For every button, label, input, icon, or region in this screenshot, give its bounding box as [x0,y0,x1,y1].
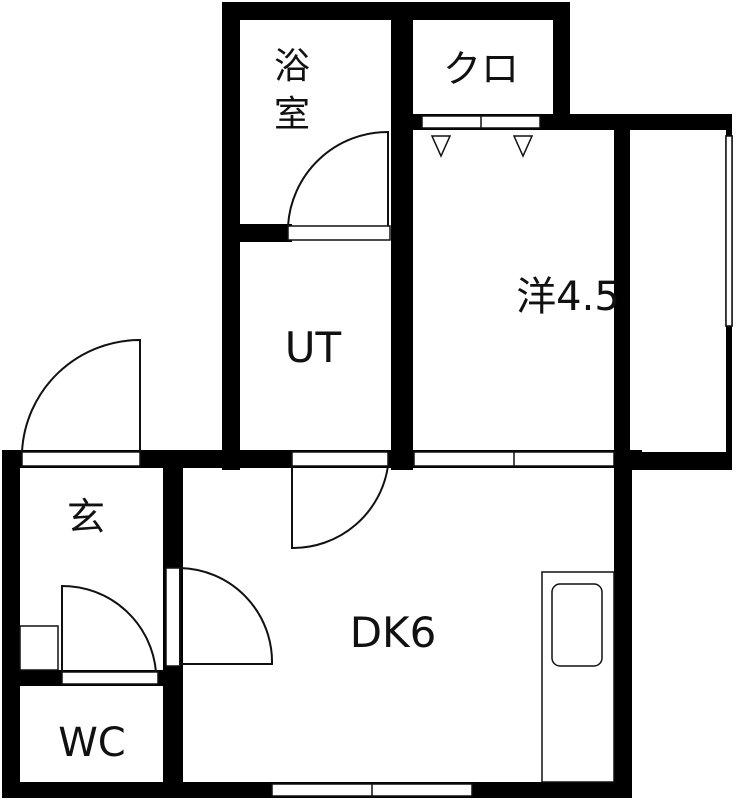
openings [21,115,733,797]
wall [391,2,413,470]
closet-door-marker [512,135,534,158]
dk-door-swing [179,567,274,665]
entrance-door-opening [21,451,141,467]
door-dividers [371,116,515,796]
ut-door-opening [291,451,389,467]
wall [614,452,732,470]
dk-door-opening [165,567,181,667]
wall [614,450,632,798]
room-label-western: 洋4.5 [516,274,620,320]
room-label-bath-2: 室 [274,94,310,135]
wc-door-swing [61,584,157,673]
room-label-closet: クロ [443,47,519,91]
closet-door-markers [430,135,534,158]
fixtures [19,571,615,783]
closet-door-marker [430,135,452,158]
room-label-toilet: WC [58,720,125,766]
shoe-cabinet [19,625,59,671]
room-label-entrance: 玄 [67,495,105,539]
window-frame [725,135,733,327]
kitchen-sink [551,583,603,667]
room-label-utility: UT [285,323,342,372]
room-label-bath-1: 浴 [274,46,310,87]
entrance-door-swing [21,338,141,453]
wc-door-opening [61,671,159,685]
wall [222,224,292,242]
wall [726,326,732,470]
ut-door-swing [291,465,389,550]
door-swings [21,130,389,673]
wall [614,114,630,470]
bath-door-opening [287,225,391,241]
wall [553,2,570,130]
wall [2,450,20,798]
room-label-dining-kitchen: DK6 [350,608,437,657]
room-labels: 浴 室 クロ 洋4.5 UT 玄 DK6 WC [58,46,620,766]
bath-door-swing [287,130,389,227]
wall [726,114,732,136]
wall [614,114,732,130]
